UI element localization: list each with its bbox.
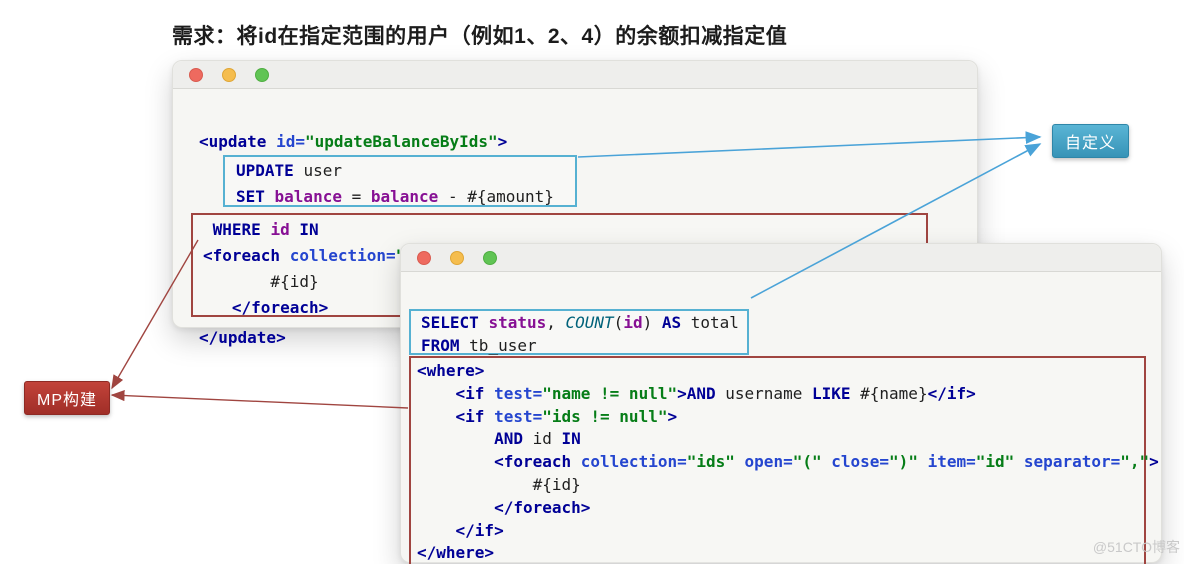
code-line: </foreach>: [494, 497, 591, 517]
code-line: </if>: [455, 520, 504, 540]
highlight-box-where-groupby: <where> <if test="name != null">AND user…: [409, 356, 1159, 564]
code-line: </update>: [199, 328, 286, 347]
maximize-icon: [255, 68, 269, 82]
minimize-icon: [222, 68, 236, 82]
minimize-icon: [450, 251, 464, 265]
code-line: <if test="name != null">AND username LIK…: [455, 383, 976, 403]
window-titlebar: [173, 61, 977, 89]
code-line: UPDATE user: [236, 161, 342, 180]
close-icon: [417, 251, 431, 265]
code-line: <foreach collection="ids" open="(" close…: [494, 452, 1159, 472]
code-line: SET balance = balance - #{amount}: [236, 187, 554, 206]
requirement-title: 需求：将id在指定范围的用户（例如1、2、4）的余额扣减指定值: [172, 25, 788, 48]
maximize-icon: [483, 251, 497, 265]
code-line: </foreach>: [231, 298, 329, 317]
traffic-lights: [189, 68, 269, 82]
code-block-update-open: <update id="updateBalanceByIds">: [199, 129, 507, 155]
code-line: FROM tb_user: [421, 335, 537, 355]
code-line: WHERE id IN: [212, 220, 319, 239]
code-line: </where>: [417, 543, 495, 563]
window-titlebar: [401, 244, 1161, 272]
code-line: #{id}: [203, 272, 319, 291]
label-custom: 自定义: [1052, 124, 1130, 158]
code-line: #{id}: [417, 474, 581, 494]
arrow-where2-to-mp: [110, 389, 409, 409]
close-icon: [189, 68, 203, 82]
code-line: AND id IN: [494, 429, 581, 449]
label-mp-build: MP构建: [24, 381, 111, 415]
traffic-lights: [417, 251, 497, 265]
code-block-update-close: </update>: [199, 325, 286, 351]
code-line: <update id="updateBalanceByIds">: [199, 132, 508, 151]
code-line: SELECT status, COUNT(id) AS total: [421, 313, 739, 332]
watermark: @51CTO博客: [1092, 539, 1180, 555]
code-line: <where>: [417, 361, 485, 380]
code-line: <if test="ids != null">: [455, 406, 678, 426]
